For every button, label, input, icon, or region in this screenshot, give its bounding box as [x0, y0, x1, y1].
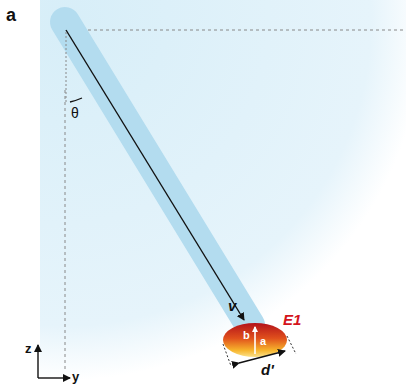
guide-line [65, 90, 66, 372]
energy-label: E1 [283, 312, 301, 327]
y-axis [38, 377, 70, 378]
dimension-extension [223, 344, 231, 366]
dimension-label: d' [261, 362, 274, 377]
angle-arc [70, 98, 82, 102]
axis-label: z [25, 342, 32, 355]
irradiated-region [40, 0, 406, 385]
angle-reference [66, 32, 67, 104]
axis-a-label: a [260, 336, 266, 347]
z-axis [37, 345, 38, 378]
axis-b-label: b [243, 330, 250, 341]
axis-label: y [72, 370, 79, 383]
energy-deposit [223, 323, 287, 357]
panel-label: a [6, 6, 16, 24]
ion-beam [65, 22, 250, 325]
guide-line [82, 30, 404, 31]
velocity-arrow [66, 30, 244, 320]
velocity-label: v [228, 298, 236, 313]
dimension-extension [287, 336, 296, 354]
angle-symbol: θ [71, 106, 79, 120]
axis-b-arrow [254, 327, 256, 354]
